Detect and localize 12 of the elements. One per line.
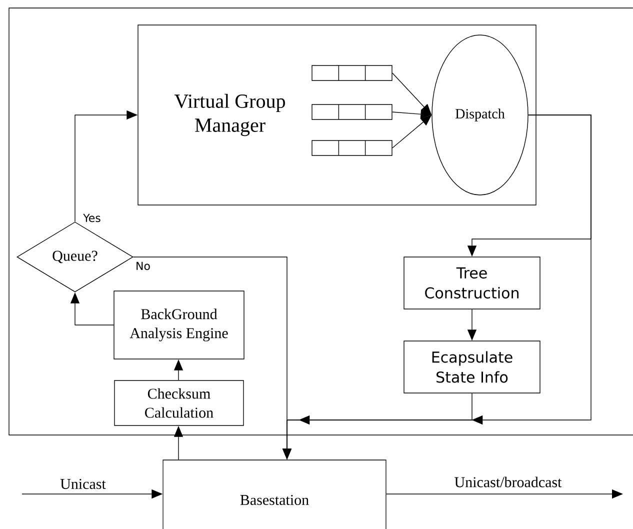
edge-label: Unicast <box>60 478 106 490</box>
basestation-box: Basestation <box>162 460 386 529</box>
process-box: Tree Construction <box>404 256 540 310</box>
process-box: Ecapsulate State Info <box>404 340 540 394</box>
edge-label: Yes <box>83 214 100 222</box>
process-box: Checksum Calculation <box>114 380 244 426</box>
queue-drawing <box>312 140 392 156</box>
edge-label: Unicast/broadcast <box>454 476 562 488</box>
process-box: BackGround Analysis Engine <box>114 290 244 360</box>
edge-label: No <box>136 262 150 270</box>
queue-drawing <box>312 104 392 120</box>
queue-drawing <box>312 65 392 81</box>
